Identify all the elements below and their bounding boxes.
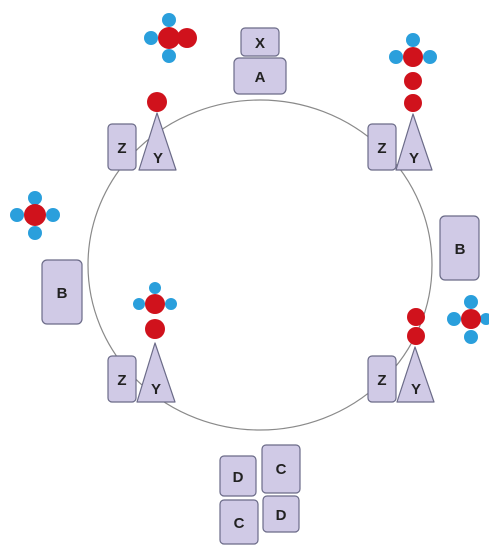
triangle-y-lower-left-label: Y xyxy=(151,381,161,398)
station-upper-left-atom xyxy=(147,92,167,112)
station-lower-right-atom-1 xyxy=(407,308,425,326)
box-c-bottom: C xyxy=(219,499,259,545)
box-b-right-label: B xyxy=(455,241,466,258)
triangle-y-lower-right-label: Y xyxy=(411,381,421,398)
box-x-label: X xyxy=(255,35,265,52)
station-lower-right-atom-2 xyxy=(407,327,425,345)
box-z-lower-left-label: Z xyxy=(117,372,126,389)
molecule-top xyxy=(144,13,197,63)
box-z-upper-right-label: Z xyxy=(377,140,386,157)
station-lower-right: Z Y xyxy=(367,308,435,403)
triangle-y-upper-left-label: Y xyxy=(153,150,163,167)
molecule-top-right xyxy=(389,33,437,112)
molecule-right xyxy=(447,295,489,344)
box-d-bottom: D xyxy=(262,495,300,533)
station-upper-right: Z Y xyxy=(367,113,433,171)
bottom-cluster: D C C D xyxy=(219,444,301,545)
triangle-y-upper-right-label: Y xyxy=(409,150,419,167)
station-upper-left: Z Y xyxy=(107,92,177,171)
box-c-top: C xyxy=(261,444,301,494)
box-c-bottom-label: C xyxy=(234,515,245,532)
box-a: A xyxy=(233,57,287,95)
box-d-top-label: D xyxy=(233,469,244,486)
molecule-left xyxy=(10,191,60,240)
box-b-right: B xyxy=(439,215,480,281)
molecule-lower-left xyxy=(133,282,177,339)
box-a-label: A xyxy=(255,69,266,86)
box-c-top-label: C xyxy=(276,461,287,478)
box-d-top: D xyxy=(219,455,257,497)
box-b-left: B xyxy=(41,259,83,325)
box-z-upper-left-label: Z xyxy=(117,140,126,157)
station-lower-left: Z Y xyxy=(107,282,177,403)
box-d-bottom-label: D xyxy=(276,507,287,524)
box-z-lower-right-label: Z xyxy=(377,372,386,389)
box-x: X xyxy=(240,27,280,57)
main-ring xyxy=(87,99,433,431)
box-b-left-label: B xyxy=(57,285,68,302)
